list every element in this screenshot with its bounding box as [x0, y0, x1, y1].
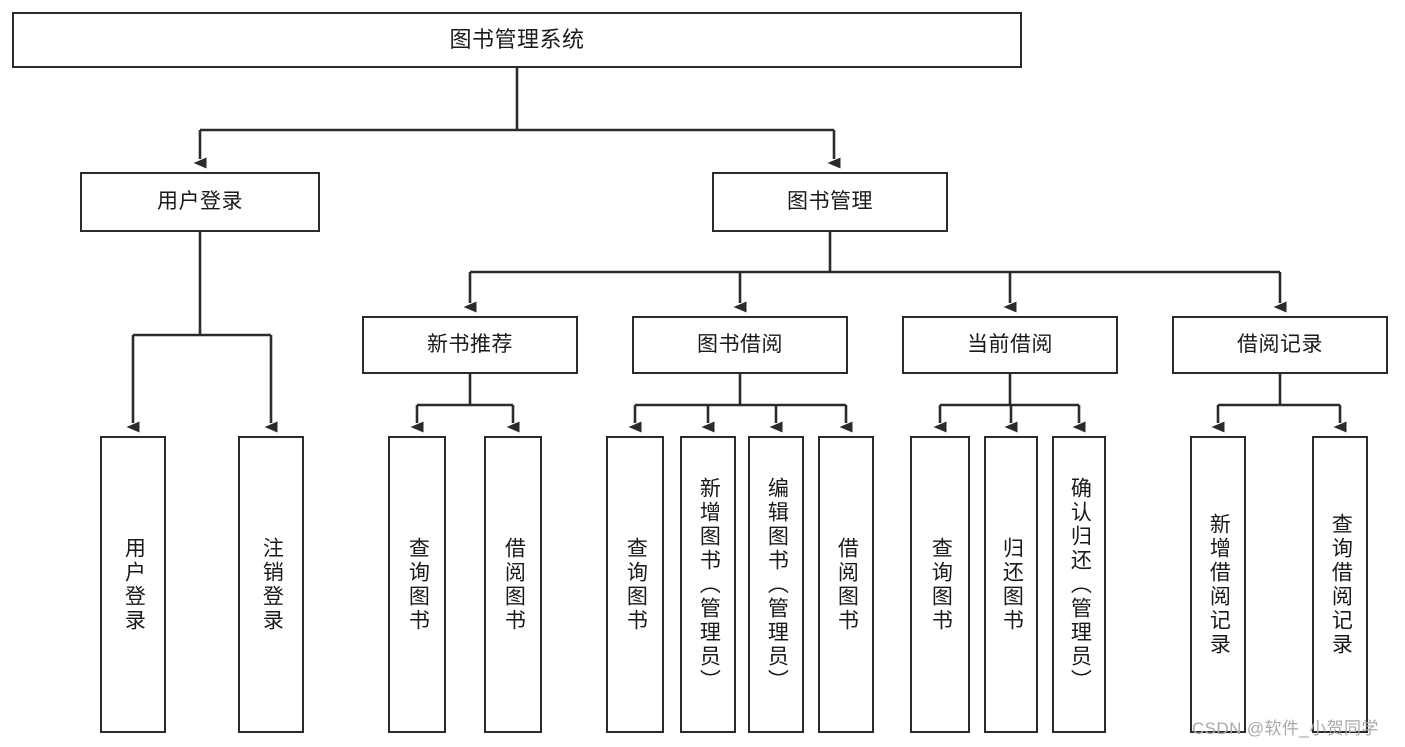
leaf-cb-confirm-return[interactable]: 确认归还（管理员） — [1052, 436, 1106, 733]
leaf-br-add-record[interactable]: 新增借阅记录 — [1190, 436, 1246, 733]
node-root-label: 图书管理系统 — [449, 27, 585, 53]
leaf-bb-borrow-book[interactable]: 借阅图书 — [818, 436, 874, 733]
leaf-cb-query-book[interactable]: 查询图书 — [910, 436, 970, 733]
node-root[interactable]: 图书管理系统 — [12, 12, 1022, 68]
leaf-cb-return-book[interactable]: 归还图书 — [984, 436, 1038, 733]
leaf-nb-query-book[interactable]: 查询图书 — [388, 436, 446, 733]
leaf-br-add-record-label: 新增借阅记录 — [1207, 512, 1231, 657]
node-book-borrow-label: 图书借阅 — [697, 332, 783, 356]
leaf-bb-add-book[interactable]: 新增图书（管理员） — [680, 436, 736, 733]
node-borrow-record-label: 借阅记录 — [1237, 332, 1323, 356]
leaf-cb-confirm-return-label: 确认归还（管理员） — [1068, 476, 1092, 693]
leaf-nb-borrow-book[interactable]: 借阅图书 — [484, 436, 542, 733]
leaf-br-query-record[interactable]: 查询借阅记录 — [1312, 436, 1368, 733]
leaf-cb-query-book-label: 查询图书 — [929, 536, 953, 633]
leaf-bb-query-book-label: 查询图书 — [624, 536, 648, 633]
node-borrow-record[interactable]: 借阅记录 — [1172, 316, 1388, 374]
leaf-user-login-label: 用户登录 — [122, 536, 146, 633]
leaf-bb-edit-book[interactable]: 编辑图书（管理员） — [748, 436, 804, 733]
node-new-book-recommend-label: 新书推荐 — [427, 332, 513, 356]
node-book-management-label: 图书管理 — [787, 189, 873, 213]
leaf-logout[interactable]: 注销登录 — [238, 436, 304, 733]
leaf-bb-add-book-label: 新增图书（管理员） — [697, 476, 721, 693]
leaf-bb-query-book[interactable]: 查询图书 — [606, 436, 664, 733]
leaf-cb-return-book-label: 归还图书 — [1000, 536, 1024, 633]
node-current-borrow[interactable]: 当前借阅 — [902, 316, 1118, 374]
node-new-book-recommend[interactable]: 新书推荐 — [362, 316, 578, 374]
leaf-nb-borrow-book-label: 借阅图书 — [502, 536, 526, 633]
node-user-login[interactable]: 用户登录 — [80, 172, 320, 232]
leaf-logout-label: 注销登录 — [260, 536, 284, 633]
leaf-bb-borrow-book-label: 借阅图书 — [835, 536, 859, 633]
leaf-bb-edit-book-label: 编辑图书（管理员） — [765, 476, 789, 693]
leaf-nb-query-book-label: 查询图书 — [406, 536, 430, 633]
node-user-login-label: 用户登录 — [157, 189, 243, 213]
node-book-borrow[interactable]: 图书借阅 — [632, 316, 848, 374]
node-current-borrow-label: 当前借阅 — [967, 332, 1053, 356]
leaf-user-login[interactable]: 用户登录 — [100, 436, 166, 733]
node-book-management[interactable]: 图书管理 — [712, 172, 948, 232]
leaf-br-query-record-label: 查询借阅记录 — [1329, 512, 1353, 657]
